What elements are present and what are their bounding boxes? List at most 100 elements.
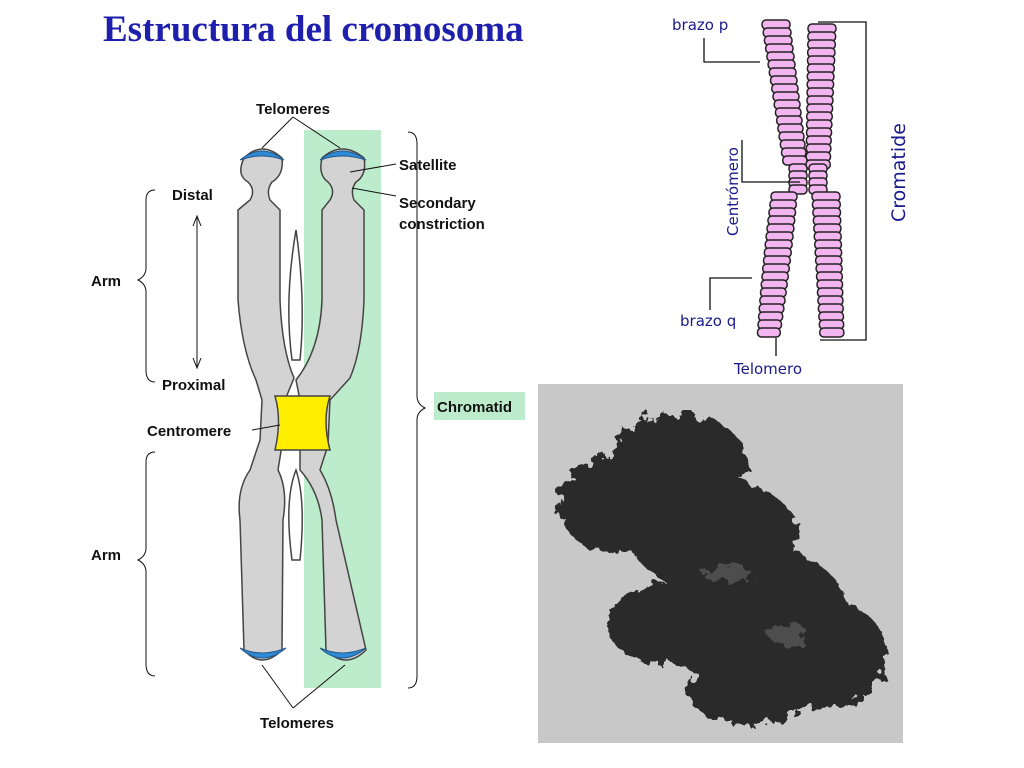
chromatid-band — [805, 127, 833, 138]
chromatid-band — [763, 247, 792, 258]
label-arm-bottom: Arm — [91, 547, 121, 564]
chromatid-band — [807, 23, 837, 34]
chromatid-band — [770, 191, 798, 202]
label-telomeres-top: Telomeres — [256, 101, 330, 118]
chromatid-band — [767, 215, 796, 226]
chromatid-band — [762, 27, 792, 38]
label-proximal: Proximal — [162, 377, 225, 394]
chromatid-band — [814, 247, 843, 258]
chromatid-left-bands — [756, 19, 808, 338]
chromatid-band — [788, 170, 808, 181]
chromatid-band — [808, 177, 828, 188]
chromatid-band — [812, 215, 842, 226]
chromatid-band — [808, 170, 828, 181]
chromatid-band — [806, 71, 835, 82]
chromatid-band — [788, 163, 808, 174]
chromatid-band — [764, 239, 793, 250]
chromosome-body — [237, 148, 367, 661]
chromatid-band — [818, 311, 845, 322]
chromatid-band — [772, 91, 800, 102]
chromatid-band — [805, 119, 833, 130]
chromatid-band — [805, 111, 833, 122]
chromatid-band — [758, 303, 785, 314]
chromatid-band — [779, 139, 806, 150]
label-telomero: Telomero — [733, 360, 802, 378]
chromatid-band — [808, 184, 828, 195]
chromatid-band — [765, 231, 794, 242]
chromatid-label-bg — [434, 392, 525, 420]
label-cromatide: Cromatide — [888, 123, 910, 222]
chromatid-band — [762, 255, 791, 266]
label-centromere: Centromere — [147, 423, 231, 440]
chromatid-band — [766, 223, 795, 234]
chromatid-band — [761, 271, 789, 282]
chromatid-band — [806, 63, 836, 74]
chromatid-band — [773, 99, 801, 110]
chromatid-band — [768, 207, 797, 218]
chromatid-band — [811, 191, 841, 202]
chromatid-band — [819, 327, 845, 338]
chromatid-band — [817, 295, 844, 306]
chromatid-band — [807, 39, 837, 50]
chromatid-band — [774, 107, 802, 118]
chromatid-band — [763, 35, 793, 46]
label-brazo-q: brazo q — [680, 312, 736, 330]
chromatid-band — [760, 279, 788, 290]
chromatid-band — [813, 223, 842, 234]
chromatid-band — [759, 295, 786, 306]
chromatid-band — [817, 303, 844, 314]
chromatid-band — [769, 75, 798, 86]
chromosome-micrograph — [538, 384, 903, 743]
chromatid-band — [788, 177, 808, 188]
chromatid-band — [771, 83, 799, 94]
chromatid-band — [806, 79, 835, 90]
chromatid-band — [764, 43, 794, 54]
telomere-caps — [239, 150, 367, 659]
chromatid-band — [759, 287, 787, 298]
chromatid-band — [768, 67, 797, 78]
chromatid-band — [805, 143, 832, 154]
label-satellite: Satellite — [399, 157, 457, 174]
chromatid-band — [780, 147, 807, 158]
chromatid-band — [777, 123, 804, 134]
chromosome-diagram: Telomeres Satellite Secondary constricti… — [91, 101, 525, 732]
chromatid-band — [805, 151, 832, 162]
micrograph-image — [558, 414, 888, 724]
chromatid-band — [816, 279, 844, 290]
chromatid-band — [775, 115, 803, 126]
chromatid-band — [814, 255, 843, 266]
chromatid-band — [805, 135, 832, 146]
label-constriction: constriction — [399, 216, 485, 233]
label-chromatid: Chromatid — [437, 399, 512, 416]
chromatid-band — [806, 87, 835, 98]
chromatid-band — [788, 184, 808, 195]
chromatid-band — [815, 263, 843, 274]
chromatid-band — [806, 55, 836, 66]
chromatid-right-bands — [805, 23, 845, 338]
chromatid-band — [769, 199, 798, 210]
chromatid-band — [811, 199, 841, 210]
chromatid-band — [812, 207, 842, 218]
chromatid-band — [762, 263, 790, 274]
chromatid-band — [815, 271, 844, 282]
chromatid-band — [778, 131, 805, 142]
chromatid-band — [813, 231, 842, 242]
chromatid-band — [806, 47, 836, 58]
label-brazo-p: brazo p — [672, 16, 728, 34]
page-title: Estructura del cromosoma — [103, 9, 524, 50]
chromatid-band — [761, 19, 791, 30]
chromatid-band — [807, 31, 837, 42]
label-telomeres-bottom: Telomeres — [260, 715, 334, 732]
chromatid-band — [782, 155, 808, 166]
chromatid-band — [757, 311, 784, 322]
label-arm-top: Arm — [91, 273, 121, 290]
chromatid-band — [757, 319, 783, 330]
chromatid-band — [816, 287, 844, 298]
centromere-region — [274, 395, 332, 451]
chromatid-band — [808, 163, 828, 174]
chromatid-band — [767, 59, 796, 70]
label-secondary: Secondary — [399, 195, 476, 212]
chromatid-band — [756, 327, 782, 338]
chromatid-band — [806, 103, 834, 114]
chromatid-band — [805, 159, 831, 170]
